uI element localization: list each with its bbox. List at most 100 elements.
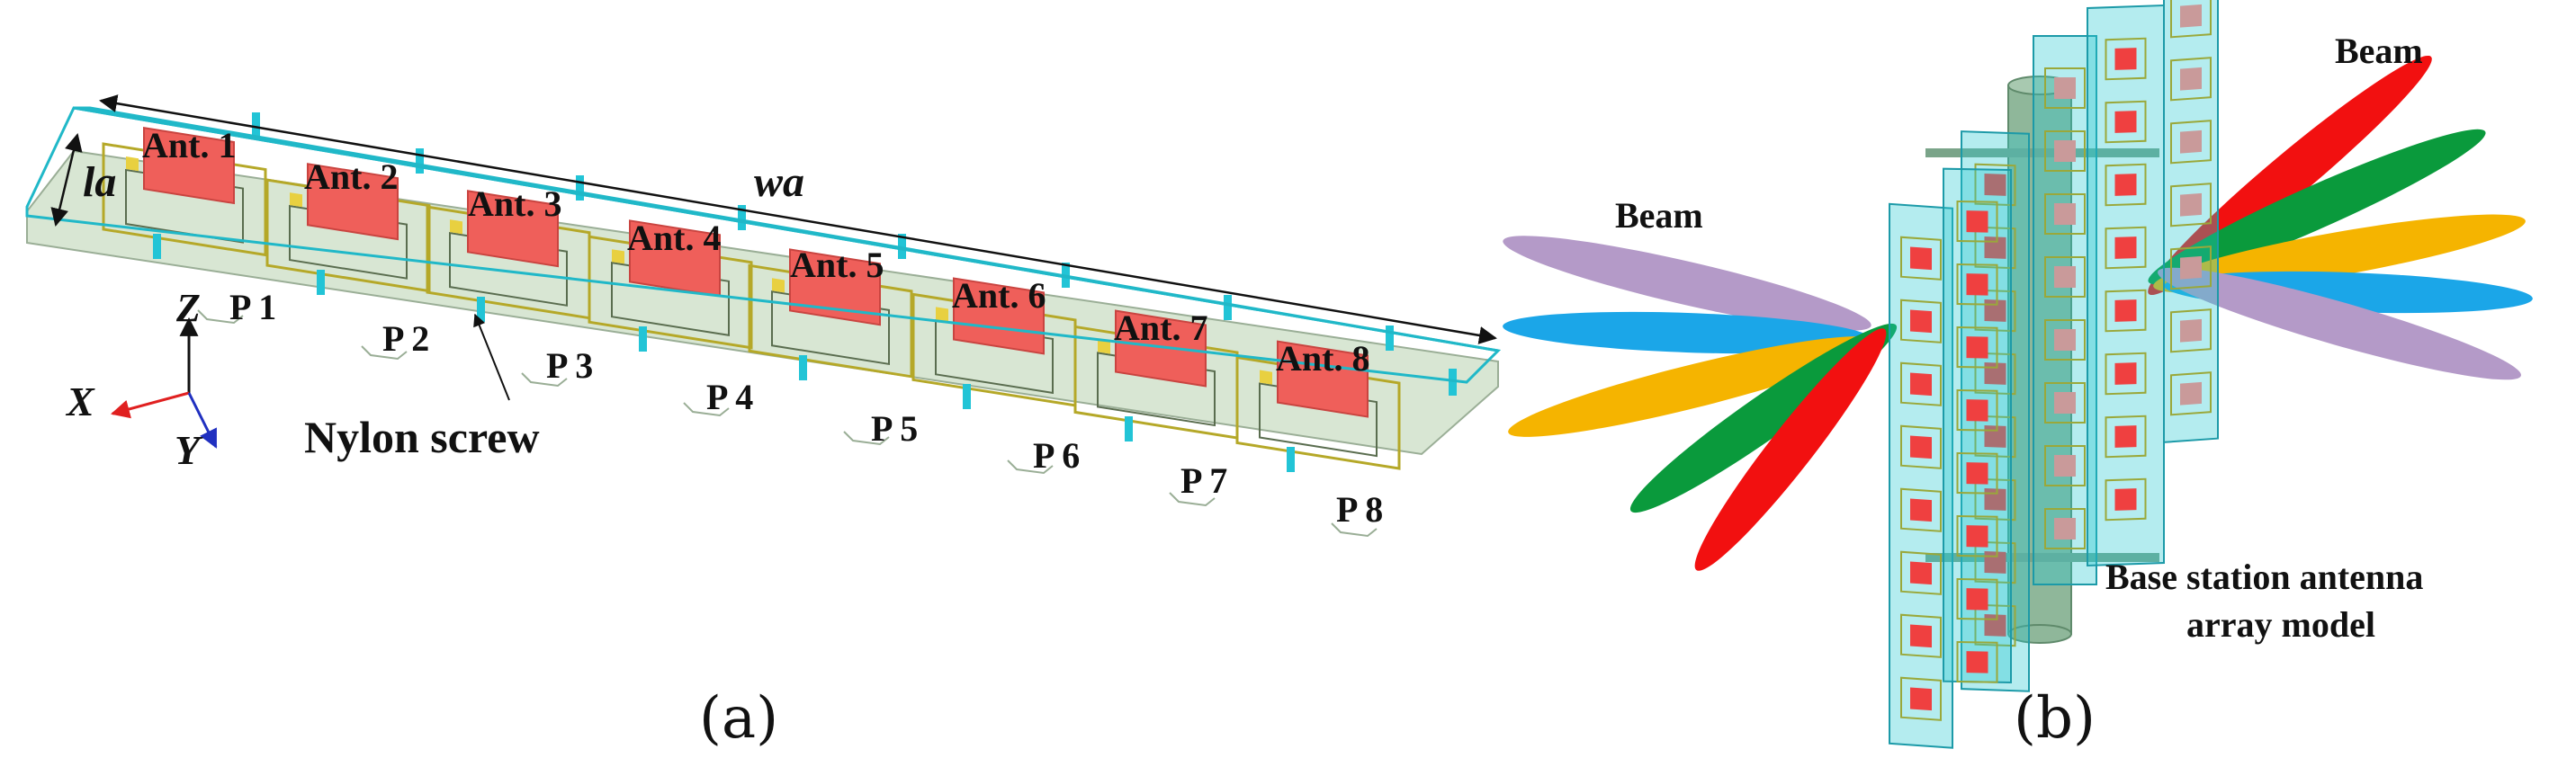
array-patch xyxy=(2180,318,2202,343)
array-patch xyxy=(2180,67,2202,91)
port-notch xyxy=(683,402,730,417)
array-patch xyxy=(2054,329,2076,351)
array-patch xyxy=(2054,455,2076,477)
nylon-screw xyxy=(317,270,325,295)
antenna-label: Ant. 2 xyxy=(304,156,398,197)
beam-left-red xyxy=(1694,328,1887,571)
feed-loop xyxy=(2170,57,2212,102)
feed-loop xyxy=(2044,319,2086,361)
feed-stub xyxy=(772,278,785,293)
left-beams xyxy=(1503,236,1898,571)
feed-loop xyxy=(2105,289,2147,333)
array-patch xyxy=(1966,273,1988,296)
antenna-label: Ant. 1 xyxy=(142,125,236,165)
nylon-screw xyxy=(1449,369,1457,396)
nylon-screw xyxy=(153,234,161,259)
array-patch xyxy=(2180,255,2202,280)
feed-loop xyxy=(2170,308,2212,353)
port-notch xyxy=(843,431,890,446)
feed-loop xyxy=(1900,676,1942,721)
z-axis-label: Z xyxy=(175,286,201,330)
feed-loop xyxy=(1974,540,2016,584)
array-patch xyxy=(2054,266,2076,288)
nylon-screw xyxy=(1125,416,1133,441)
feed-stub xyxy=(126,156,139,172)
nylon-screw-label: Nylon screw xyxy=(304,412,540,462)
feed-loop xyxy=(2044,382,2086,424)
feed-loop xyxy=(2044,508,2086,549)
feed-loop xyxy=(2105,100,2147,144)
array-patch xyxy=(2114,488,2137,511)
nylon-screw xyxy=(1224,295,1232,320)
feed-loop xyxy=(1956,640,1998,683)
nylon-screw xyxy=(639,326,647,352)
port-label: P 8 xyxy=(1336,489,1383,530)
beam-right-green xyxy=(2148,129,2486,285)
feed-loop xyxy=(1900,487,1942,532)
port-label: P 4 xyxy=(706,377,753,417)
feed-stub xyxy=(450,219,462,235)
feed-loop xyxy=(2170,371,2212,416)
feed-loop xyxy=(2044,256,2086,298)
feed-loop xyxy=(2170,0,2212,39)
feed-stub xyxy=(290,192,302,208)
array-patch xyxy=(2180,129,2202,154)
top-cover xyxy=(25,106,1502,384)
support-rods xyxy=(1925,148,2159,562)
feed-loop xyxy=(2105,163,2147,207)
feed-stub xyxy=(612,249,624,264)
array-patch xyxy=(1910,561,1932,585)
x-axis-label: X xyxy=(65,379,95,424)
array-patch xyxy=(1966,462,1988,485)
feed-loop xyxy=(2105,415,2147,459)
feed-loop xyxy=(1900,550,1942,595)
nylon-screw xyxy=(1386,326,1394,351)
port-notch xyxy=(521,372,568,388)
feed-loop xyxy=(1956,577,1998,620)
feed-loop xyxy=(1974,603,2016,647)
array-patch xyxy=(2180,381,2202,406)
wa-dimension-arrow xyxy=(99,94,1497,344)
port-label: P 5 xyxy=(871,408,918,449)
port-labels: P 1P 2P 3P 4P 5P 6P 7P 8 xyxy=(229,287,1383,530)
wa-label: wa xyxy=(754,158,804,206)
feed-loop xyxy=(1974,226,2016,270)
coordinate-axes: Z X Y xyxy=(65,286,218,473)
feed-loop xyxy=(2105,37,2147,81)
model-label-line1: Base station antenna xyxy=(2105,557,2423,597)
array-patch xyxy=(1966,651,1988,673)
beam-right-label: Beam xyxy=(2335,31,2423,71)
array-patch xyxy=(2114,362,2137,385)
feed-loop xyxy=(1974,477,2016,522)
feed-loop xyxy=(2105,477,2147,522)
port-notch xyxy=(1331,522,1378,538)
array-patch xyxy=(1910,687,1932,711)
antenna-label: Ant. 8 xyxy=(1276,338,1369,379)
antenna-label: Ant. 3 xyxy=(468,183,561,224)
array-patch xyxy=(2114,174,2137,196)
array-patch xyxy=(1910,435,1932,459)
array-patch xyxy=(2054,203,2076,225)
la-label: la xyxy=(83,158,116,206)
array-patch xyxy=(1910,246,1932,271)
array-patch xyxy=(2054,140,2076,162)
feed-loop xyxy=(2170,120,2212,165)
antenna-label: Ant. 5 xyxy=(790,245,884,285)
array-patch xyxy=(1910,498,1932,522)
y-axis-label: Y xyxy=(175,427,203,473)
array-patch xyxy=(2054,77,2076,99)
panel-b: Beam Beam Base station antenna array mod… xyxy=(1503,0,2533,752)
array-patch xyxy=(2114,236,2137,259)
feed-loop xyxy=(2044,67,2086,109)
nylon-screw xyxy=(416,148,424,174)
array-patch xyxy=(2054,518,2076,540)
array-panel xyxy=(1961,130,2030,692)
array-patch xyxy=(1966,210,1988,233)
array-panel xyxy=(2087,4,2165,567)
nylon-screw xyxy=(576,175,584,201)
antenna-label: Ant. 6 xyxy=(952,275,1046,316)
port-label: P 3 xyxy=(546,345,593,386)
array-patch xyxy=(2054,392,2076,414)
beam-left-label: Beam xyxy=(1615,195,1703,236)
